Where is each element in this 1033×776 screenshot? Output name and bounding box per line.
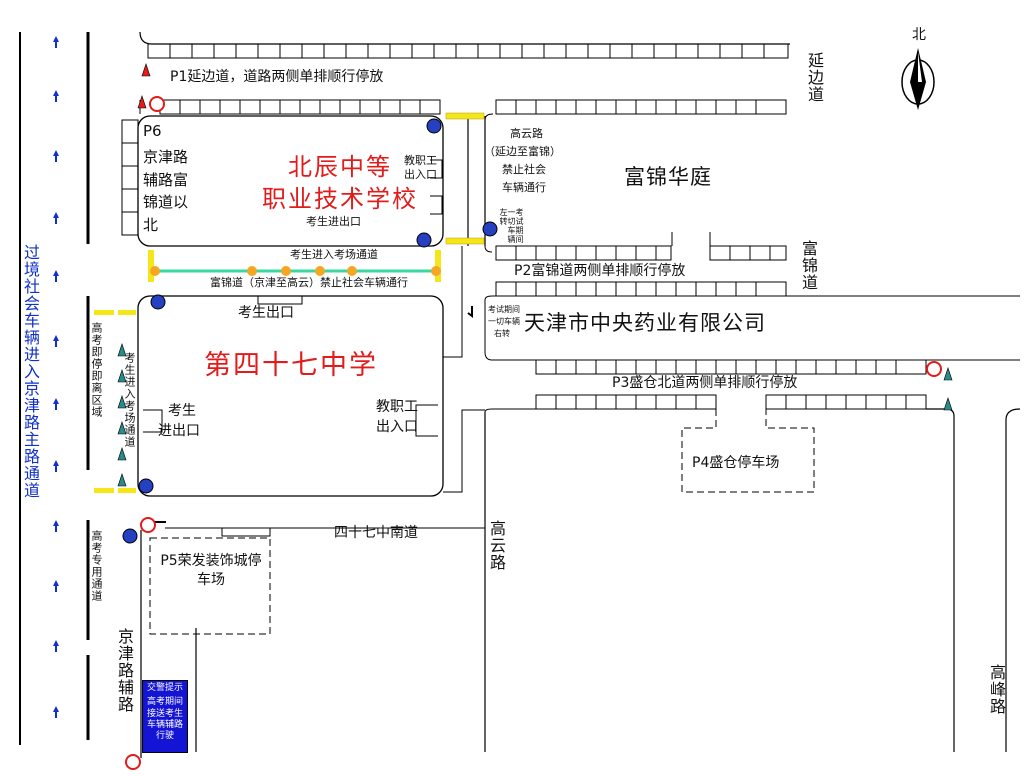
traffic-cone-icon <box>117 343 127 357</box>
exam-left-turn-label: 考试期间一切车辆左转 <box>499 208 524 244</box>
gaoyun-restrict-2: （延边至富锦） <box>484 145 561 158</box>
road-gaofeng: 高峰路 <box>987 664 1006 715</box>
beichen-school-name-1: 北辰中等 <box>288 153 392 181</box>
yellow-barrier <box>445 237 485 245</box>
police-icon <box>122 528 138 544</box>
p2-parking-label: P2富锦道两侧单排顺行停放 <box>514 263 686 279</box>
gaoyun-restrict-3: 禁止社会 <box>502 163 546 176</box>
p5-parking-lot <box>149 537 271 635</box>
beichen-student-gate-label: 考生进出口 <box>306 215 361 228</box>
zhongyang-yaoye-label: 天津市中央药业有限公司 <box>524 311 766 335</box>
yellow-barrier <box>435 250 441 282</box>
no-entry-signs <box>125 96 942 770</box>
no-entry-icon <box>149 96 165 112</box>
arrow-up-icon <box>53 335 59 347</box>
police-icon <box>416 232 432 248</box>
road-fujin: 富锦道 <box>799 240 818 291</box>
student-enter-channel-label: 考生进入考场通道 <box>290 248 378 261</box>
no47-student-gate-label-1: 考生 <box>168 403 196 419</box>
fujin-huating-label: 富锦华庭 <box>624 165 712 189</box>
arrow-up-icon <box>53 706 59 718</box>
traffic-cone-icon <box>943 367 953 381</box>
police-icon <box>482 221 498 237</box>
arrow-up-icon <box>53 520 59 532</box>
police-icon <box>426 118 442 134</box>
arrow-up-icon <box>53 460 59 472</box>
no47-school-block <box>137 295 444 497</box>
arrow-up-icon <box>53 212 59 224</box>
direction-arrows <box>53 36 59 718</box>
yellow-barrier <box>445 112 485 120</box>
arrow-up-icon <box>53 90 59 102</box>
p6-parking-strip <box>121 119 139 236</box>
exam-lane-label: 高考专用通道 <box>90 530 103 602</box>
p6-desc: 京津路辅路富锦道以北 <box>143 148 189 234</box>
p3-parking-label: P3盛仓北道两侧单排顺行停放 <box>612 375 798 391</box>
p4-parking-lot <box>681 409 815 493</box>
path-markers <box>150 266 441 276</box>
compass-icon <box>901 48 935 110</box>
road-jingjin-fulu: 京津路辅路 <box>115 628 134 713</box>
police-notice-box: 交警提示 高考期间接送考生车辆辅路行驶 <box>142 680 188 753</box>
traffic-cone-icon <box>137 95 147 109</box>
exam-right-turn-2: 一切车辆 <box>488 317 520 326</box>
stop-zone-label: 高考即停即离区域 <box>90 322 103 418</box>
traffic-cone-icon <box>117 447 127 461</box>
p6-title: P6 <box>143 122 162 140</box>
police-icon <box>138 478 154 494</box>
police-checkpoints <box>122 118 498 544</box>
traffic-cones <box>117 63 953 487</box>
gaoyun-restrict-1: 高云路 <box>510 127 543 140</box>
fujin-restrict-label: 富锦道（京津至高云）禁止社会车辆通行 <box>210 276 408 289</box>
road-sishiqi-nan: 四十七中南道 <box>334 525 418 541</box>
no47-staff-gate-label-1: 教职工 <box>376 399 418 415</box>
arrow-up-icon <box>53 640 59 652</box>
traffic-cone-icon <box>141 63 151 77</box>
road-yanbian: 延边道 <box>805 52 824 103</box>
police-icon <box>150 294 166 310</box>
no-entry-icon <box>125 754 141 770</box>
exam-right-turn-3: 右转 <box>494 329 510 338</box>
traffic-cone-icon <box>117 473 127 487</box>
no47-school-name: 第四十七中学 <box>204 350 378 381</box>
no47-student-gate-label-2: 进出口 <box>158 423 200 439</box>
police-notice-title: 交警提示 <box>146 683 183 693</box>
p5-parking-label: P5荣发装饰城停车场 <box>160 553 262 588</box>
beichen-staff-gate-label: 教职工出入口 <box>404 154 437 182</box>
no-entry-icon <box>140 517 156 533</box>
no47-staff-gate-label-2: 出入口 <box>376 419 418 435</box>
road-gaoyun: 高云路 <box>487 520 506 571</box>
arrow-up-icon <box>53 36 59 48</box>
exam-right-turn-1: 考试期间 <box>488 305 520 314</box>
no47-student-exit-label: 考生出口 <box>238 305 294 321</box>
arrow-up-icon <box>53 270 59 282</box>
arrow-up-icon <box>53 150 59 162</box>
compass-north-label: 北 <box>912 27 926 43</box>
police-notice-body: 高考期间接送考生车辆辅路行驶 <box>146 697 183 741</box>
traffic-cone-icon <box>117 395 127 409</box>
beichen-school-name-2: 职业技术学校 <box>262 185 418 213</box>
traffic-cone-icon <box>117 369 127 383</box>
student-channel-vertical-label: 考生进入考场通道 <box>123 352 136 448</box>
yellow-barrier <box>148 250 154 282</box>
transit-notice-label: 过境社会车辆进入京津路主路通道 <box>21 244 40 499</box>
p1-parking-label: P1延边道，道路两侧单排顺行停放 <box>170 69 384 85</box>
arrow-up-icon <box>53 398 59 410</box>
gaoyun-restrict-4: 车辆通行 <box>502 181 546 194</box>
traffic-cone-icon <box>117 421 127 435</box>
arrow-up-icon <box>53 580 59 592</box>
p4-parking-label: P4盛仓停车场 <box>692 455 780 471</box>
p1-parking-top <box>147 43 789 59</box>
no-entry-icon <box>926 361 942 377</box>
traffic-cone-icon <box>943 397 953 411</box>
